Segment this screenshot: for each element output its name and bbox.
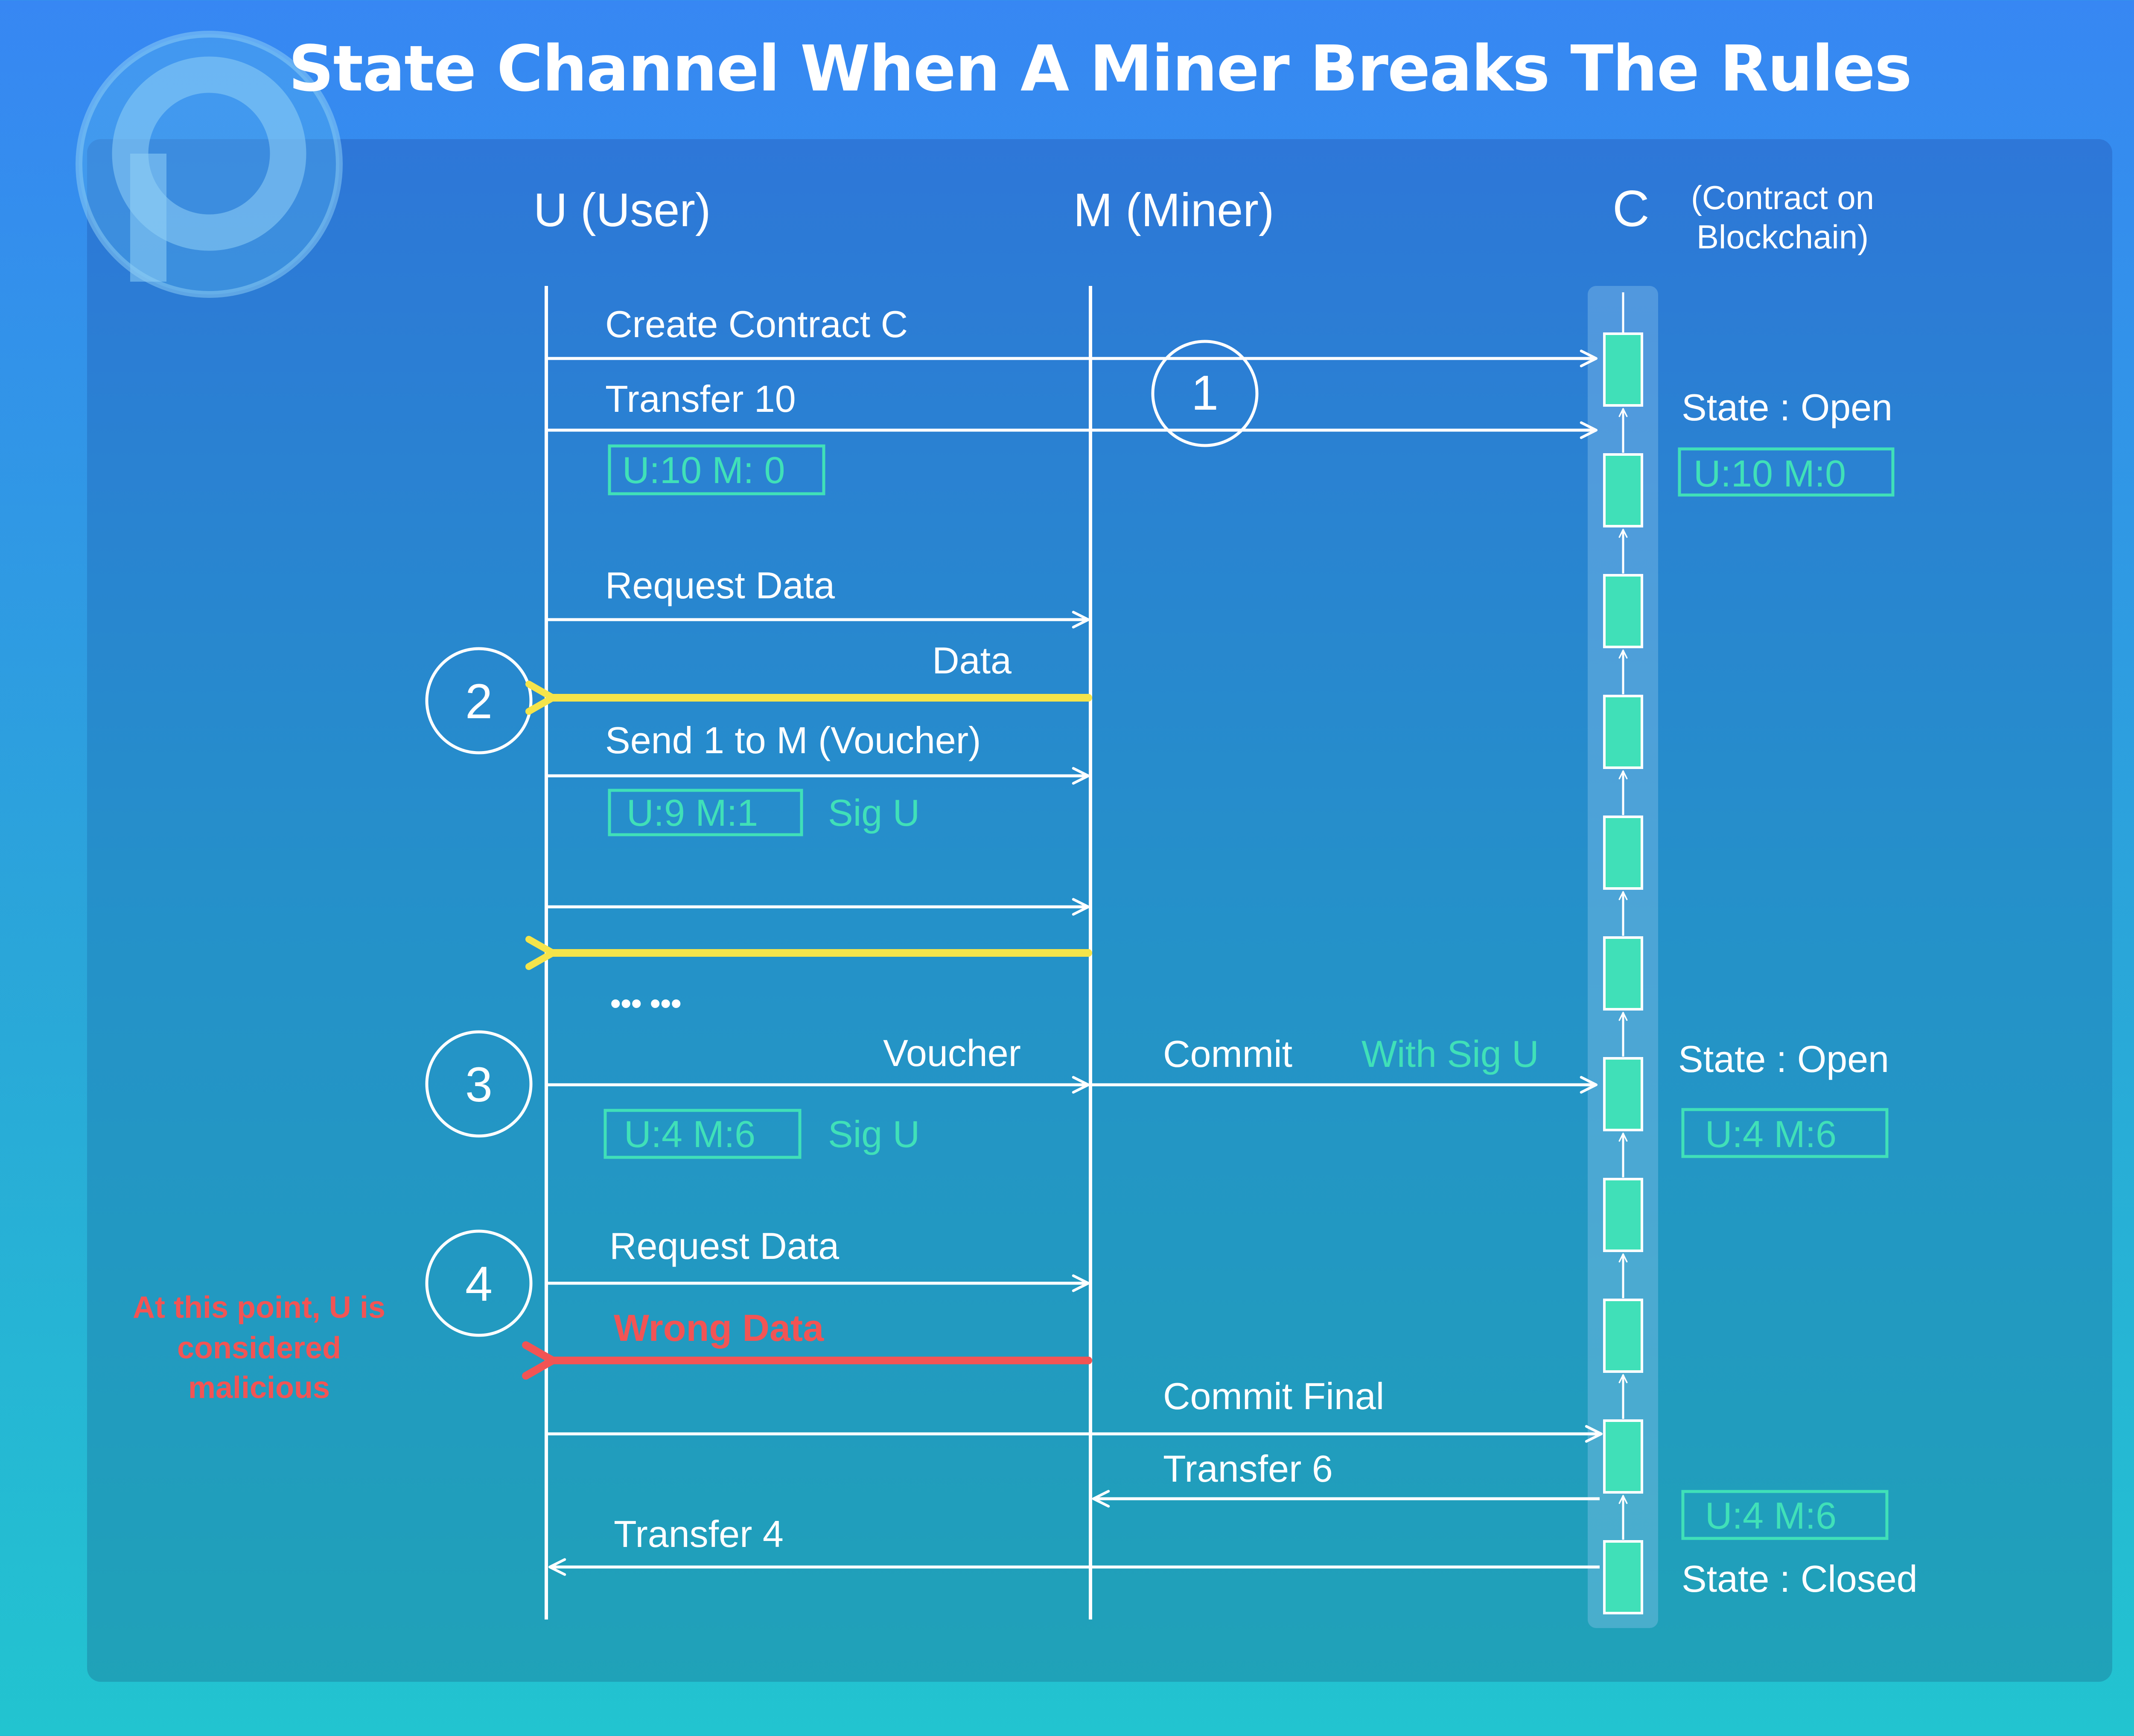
label-transfer-10: Transfer 10 [605,378,796,420]
step-4-circle: 4 [425,1229,533,1337]
label-request-data-2: Request Data [609,1225,839,1267]
label-send-voucher: Send 1 to M (Voucher) [605,719,981,761]
chain-block [1603,332,1643,407]
balance-u10-m0-right: U:10 M:0 [1694,452,1846,495]
balance-u9-m1: U:9 M:1 [627,792,758,834]
label-commit: Commit [1163,1033,1292,1075]
balance-box-u9-m1 [608,789,803,836]
label-commit-final: Commit Final [1163,1375,1384,1417]
balance-box-u4-m6-right-2 [1681,1490,1889,1540]
chain-block [1603,1419,1643,1494]
lane-user-label: U (User) [534,184,711,236]
label-ellipsis: ••• ••• [610,987,682,1020]
label-data: Data [932,639,1012,682]
chain-block [1603,1540,1643,1614]
chain-block [1603,936,1643,1011]
diagram-panel [87,139,2112,1682]
step-4-number: 4 [465,1257,493,1311]
step-1-number: 1 [1191,366,1219,420]
chain-block [1603,816,1643,890]
balance-u4-m6-right-1: U:4 M:6 [1705,1113,1837,1155]
chain-block [1603,453,1643,527]
chain-block [1603,574,1643,648]
sig-u-1: Sig U [828,792,920,834]
balance-u4-m6-right-2: U:4 M:6 [1705,1494,1837,1537]
label-transfer-6: Transfer 6 [1163,1448,1333,1490]
chain-block [1603,695,1643,769]
step-2-number: 2 [465,674,493,729]
logo-icon [76,31,343,298]
step-3-circle: 3 [425,1030,533,1138]
chain-block [1603,1178,1643,1252]
state-open-2: State : Open [1678,1038,1889,1080]
blockchain [1603,292,1643,1614]
state-open-1: State : Open [1682,386,1892,428]
lane-contract-label: C [1612,180,1650,237]
step-2-circle: 2 [425,647,533,754]
step-3-number: 3 [465,1057,493,1112]
balance-box-u10-m0-left [608,444,825,495]
balance-box-u4-m6-left [603,1109,802,1159]
malicious-note-line3: malicious [188,1371,330,1405]
chain-block [1603,1057,1643,1131]
page-title: State Channel When A Miner Breaks The Ru… [288,32,1912,105]
chain-block [1603,1299,1643,1373]
malicious-note-line1: At this point, U is [133,1290,385,1325]
sig-u-2: Sig U [828,1113,920,1155]
label-voucher: Voucher [883,1032,1021,1074]
label-request-data-1: Request Data [605,564,835,606]
lane-miner-label: M (Miner) [1073,184,1274,236]
label-create-contract: Create Contract C [605,303,908,345]
balance-u10-m0-left: U:10 M: 0 [622,449,785,491]
balance-box-u10-m0-right [1678,447,1895,497]
contract-note-line1: (Contract on [1691,179,1874,216]
label-with-sig-u: With Sig U [1361,1033,1539,1075]
balance-box-u4-m6-right-1 [1681,1108,1889,1158]
balance-u4-m6-left: U:4 M:6 [624,1113,755,1155]
state-closed: State : Closed [1682,1558,1918,1600]
malicious-note-line2: considered [177,1331,341,1365]
step-1-circle: 1 [1151,340,1259,447]
label-transfer-4: Transfer 4 [614,1513,784,1555]
label-wrong-data: Wrong Data [614,1307,824,1349]
contract-note-line2: Blockchain) [1697,218,1869,256]
